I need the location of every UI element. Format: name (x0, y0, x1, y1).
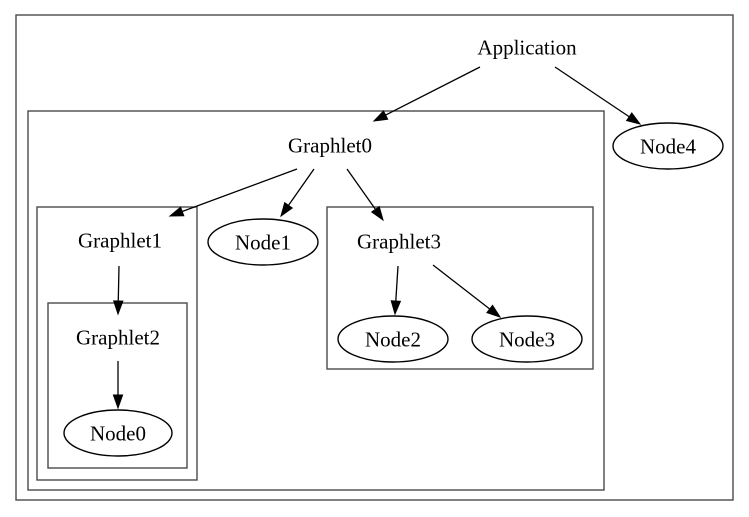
node-label-node4: Node4 (640, 134, 696, 158)
arrowhead-icon (112, 394, 124, 410)
cluster-label-graphlet2: Graphlet2 (76, 325, 160, 349)
label-application: Application (477, 35, 577, 59)
node-label-node1: Node1 (235, 230, 291, 254)
node-ellipse-node3 (471, 315, 583, 363)
node-ellipse-node4 (612, 122, 724, 170)
cluster-box-graphlet3 (326, 206, 594, 370)
edge-line-application-to-node4 (554, 66, 630, 118)
edge-graphlet3-to-node2 (390, 265, 402, 316)
edge-application-to-node4 (554, 66, 642, 125)
node-label-node0: Node0 (90, 421, 146, 445)
cluster-label-graphlet1: Graphlet1 (78, 228, 162, 252)
arrowhead-icon (390, 300, 402, 316)
edge-application-to-graphlet0 (372, 66, 481, 122)
edge-line-graphlet0-to-graphlet1 (181, 168, 298, 213)
edge-graphlet0-to-node1 (280, 168, 315, 218)
node-label-node3: Node3 (499, 327, 555, 351)
edge-graphlet1-to-graphlet2 (112, 265, 124, 316)
edge-line-graphlet1-to-graphlet2 (117, 265, 120, 302)
arrowhead-icon (112, 300, 124, 316)
edge-line-graphlet0-to-node1 (287, 168, 315, 206)
arrowhead-icon (625, 112, 642, 125)
arrowhead-icon (370, 205, 384, 222)
node-label-node2: Node2 (365, 327, 421, 351)
arrowhead-icon (280, 201, 294, 218)
edge-graphlet0-to-graphlet1 (168, 168, 298, 217)
edge-line-application-to-graphlet0 (385, 66, 481, 116)
edge-graphlet3-to-node3 (432, 264, 502, 318)
cluster-label-graphlet3: Graphlet3 (357, 229, 441, 253)
node-ellipse-node2 (337, 315, 449, 363)
edge-graphlet2-to-node0 (112, 361, 124, 410)
edge-line-graphlet3-to-node3 (432, 264, 491, 310)
node-ellipse-node0 (63, 409, 173, 457)
arrowhead-icon (486, 304, 502, 318)
edge-graphlet0-to-graphlet3 (346, 168, 384, 222)
node-ellipse-node1 (207, 218, 319, 266)
cluster-label-graphlet0: Graphlet0 (288, 133, 372, 157)
arrowhead-icon (372, 110, 389, 122)
arrowhead-icon (168, 206, 185, 217)
cluster-box-graphlet0 (27, 110, 605, 491)
outer-frame (15, 14, 734, 501)
edge-line-graphlet0-to-graphlet3 (346, 168, 377, 210)
edge-line-graphlet3-to-node2 (395, 265, 399, 302)
cluster-box-graphlet1 (36, 206, 198, 481)
